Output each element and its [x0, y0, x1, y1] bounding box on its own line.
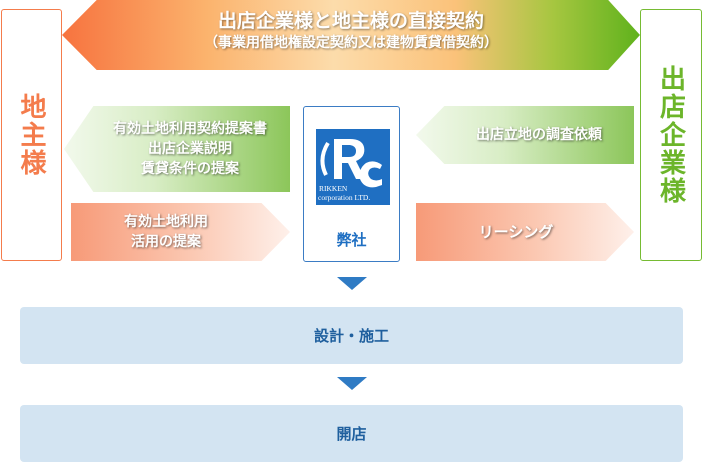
site-survey-request-arrow: 出店立地の調査依頼 [416, 106, 634, 164]
arrow-line: 賃貸条件の提案 [141, 161, 239, 177]
arrow-line: 活用の提案 [131, 234, 201, 250]
leasing-arrow-text: リーシング [478, 223, 554, 241]
proposal-arrow-to-landowner: 有効土地利用契約提案書 出店企業説明 賃貸条件の提案 [64, 106, 290, 192]
arrow-line: 有効土地利用契約提案書 [113, 121, 267, 137]
arrow-line: 出店企業説明 [148, 141, 232, 157]
landowner-box: 地主様 [1, 9, 62, 261]
down-arrow-icon [337, 377, 367, 390]
tenant-company-label: 出店企業様 [655, 65, 686, 205]
direct-contract-banner: 出店企業様と地主様の直接契約 （事業用借地権設定契約又は建物賃貸借契約） [62, 0, 640, 70]
arrow-line: 有効土地利用 [124, 214, 208, 230]
our-company-label: 弊社 [336, 231, 367, 249]
svg-text:corporation LTD.: corporation LTD. [318, 193, 370, 202]
banner-subtitle: （事業用借地権設定契約又は建物賃貸借契約） [204, 35, 498, 51]
step-label: 開店 [336, 425, 367, 443]
svg-text:RIKKEN: RIKKEN [319, 184, 348, 193]
tenant-company-box: 出店企業様 [640, 9, 702, 261]
step-design-construction: 設計・施工 [20, 307, 683, 364]
banner-title: 出店企業様と地主様の直接契約 [217, 10, 484, 32]
site-survey-arrow-text: 出店立地の調査依頼 [476, 127, 602, 143]
leasing-arrow: リーシング [416, 203, 634, 261]
landowner-label: 地主様 [16, 93, 46, 177]
our-company-box: RIKKEN corporation LTD. 弊社 [303, 106, 400, 262]
proposal-arrow-text: 有効土地利用契約提案書 出店企業説明 賃貸条件の提案 [90, 119, 290, 179]
land-use-arrow-text: 有効土地利用 活用の提案 [71, 212, 261, 252]
land-use-proposal-arrow: 有効土地利用 活用の提案 [71, 203, 290, 261]
company-logo-icon: RIKKEN corporation LTD. [316, 129, 390, 205]
down-arrow-icon [337, 277, 367, 290]
step-label: 設計・施工 [313, 327, 389, 345]
step-store-opening: 開店 [20, 405, 683, 462]
